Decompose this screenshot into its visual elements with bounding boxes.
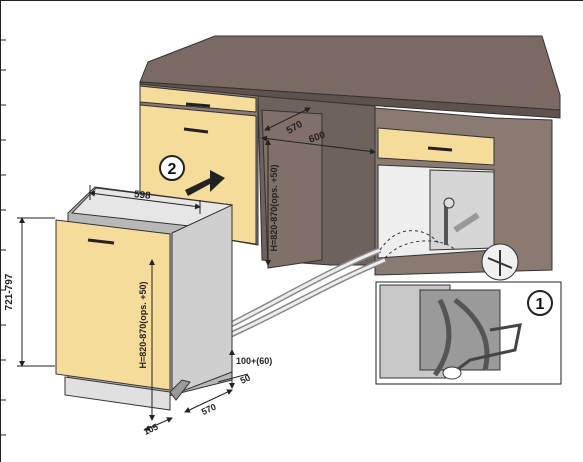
dishwasher-front-panel xyxy=(55,219,171,391)
step-2-label: 2 xyxy=(168,161,177,178)
drawer-handle xyxy=(183,127,209,134)
step-1-marker xyxy=(527,290,553,316)
step-2-marker xyxy=(159,155,185,181)
dim-plinth-gap: 50 xyxy=(239,373,252,386)
dimension-lines xyxy=(17,107,376,431)
insert-arrow: 2 xyxy=(159,155,225,196)
dim-appliance-height: 721-797 xyxy=(4,273,15,310)
dim-appliance-install-height: H=820-870(ops. +50) xyxy=(138,281,148,368)
step-1-group: 1 xyxy=(527,290,553,316)
panel-handle xyxy=(87,238,115,245)
right-cabinet xyxy=(374,107,553,276)
dim-niche-height: H=820-870(ops. +50) xyxy=(269,164,279,251)
hose-connector xyxy=(442,366,462,380)
drawer-handle xyxy=(185,102,211,108)
step-1-label: 1 xyxy=(536,296,545,313)
dim-base-offset: 105 xyxy=(142,422,160,437)
dim-appliance-width: 598 xyxy=(133,189,151,202)
drawer-handle xyxy=(427,146,453,152)
water-tap xyxy=(443,197,519,281)
hoses xyxy=(228,230,456,338)
dim-plinth-height: 100+(60) xyxy=(236,356,272,366)
